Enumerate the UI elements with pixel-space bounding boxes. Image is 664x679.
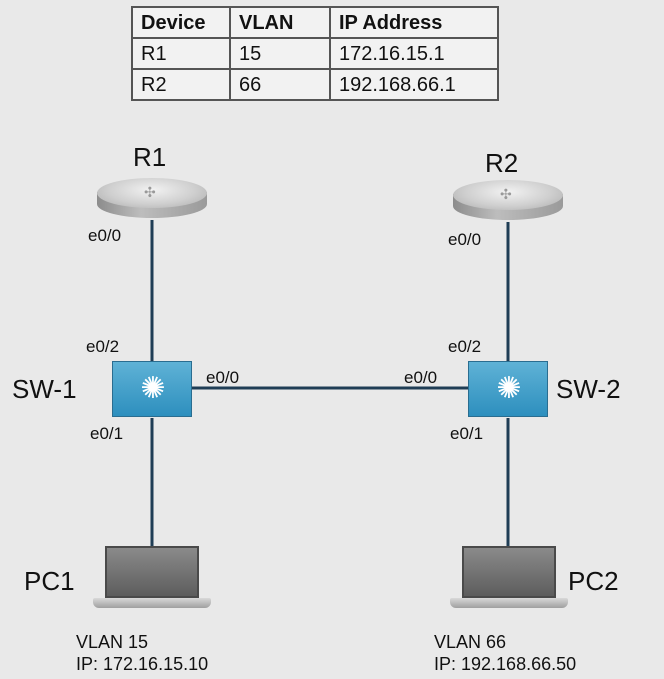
pc2-ip: IP: 192.168.66.50 [434,654,577,674]
device-label-r1: R1 [133,142,167,172]
pc1-ip: IP: 172.16.15.10 [76,654,209,674]
interface-label: e0/0 [404,368,438,387]
device-label-sw1: SW-1 [12,374,77,404]
table-cell: R1 [131,37,231,70]
laptop-icon[interactable] [93,546,211,616]
device-label-pc1: PC1 [24,566,75,596]
table-row: R1 15 172.16.15.1 [131,37,499,70]
switch-icon[interactable]: ✺ [468,361,548,417]
interface-label: e0/0 [448,230,482,249]
interface-label: e0/1 [450,424,484,443]
interface-label: e0/0 [88,226,122,245]
laptop-screen [105,546,199,598]
switch-arrows-icon: ✺ [140,372,166,405]
table-header: VLAN [229,6,331,39]
interface-label: e0/2 [448,337,482,356]
pc2-vlan: VLAN 66 [434,632,507,652]
switch-icon[interactable]: ✺ [112,361,192,417]
table-header: IP Address [329,6,499,39]
interface-label: e0/1 [90,424,124,443]
router-icon[interactable]: ✣ [97,178,207,228]
router-top [453,180,563,210]
router-arrows-icon: ✣ [144,184,156,200]
device-label-r2: R2 [485,148,519,178]
table-cell: 192.168.66.1 [329,68,499,101]
table-cell: 15 [229,37,331,70]
laptop-base [93,598,211,608]
table-row: R2 66 192.168.66.1 [131,68,499,101]
device-table: Device VLAN IP Address R1 15 172.16.15.1… [131,6,499,101]
table-cell: 172.16.15.1 [329,37,499,70]
switch-arrows-icon: ✺ [496,372,522,405]
table-header-row: Device VLAN IP Address [131,6,499,39]
router-arrows-icon: ✣ [500,186,512,202]
table-cell: R2 [131,68,231,101]
router-icon[interactable]: ✣ [453,180,563,230]
laptop-icon[interactable] [450,546,568,616]
laptop-screen [462,546,556,598]
pc1-vlan: VLAN 15 [76,632,149,652]
router-top [97,178,207,208]
device-label-pc2: PC2 [568,566,619,596]
device-label-sw2: SW-2 [556,374,621,404]
interface-label: e0/2 [86,337,120,356]
interface-label: e0/0 [206,368,240,387]
laptop-base [450,598,568,608]
table-cell: 66 [229,68,331,101]
table-header: Device [131,6,231,39]
